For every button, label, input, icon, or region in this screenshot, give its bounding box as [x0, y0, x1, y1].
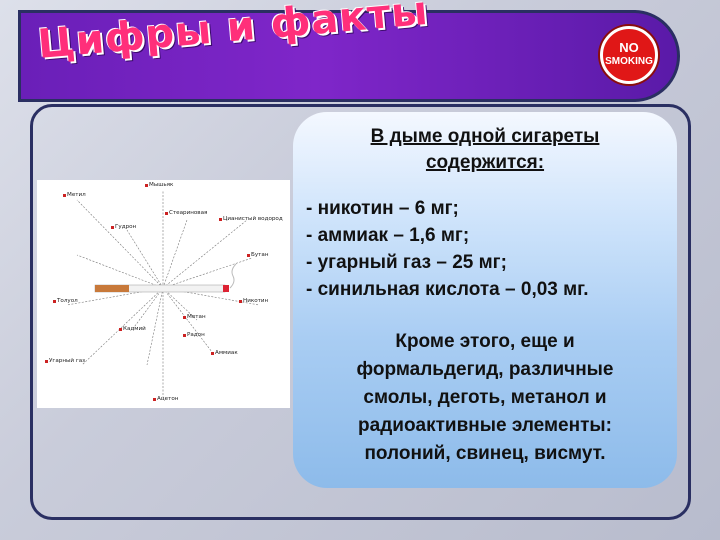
content-panel: [293, 112, 677, 488]
diagram-label: Аммиак: [211, 350, 238, 356]
cigarette-ember: [223, 285, 229, 292]
fact-item: - синильная кислота – 0,03 мг.: [306, 279, 589, 300]
diagram-lines: [66, 190, 260, 400]
extra-line: полоний, свинец, висмут.: [364, 443, 606, 464]
diagram-label: Ацетон: [152, 396, 179, 402]
extra-line: радиоактивные элементы:: [358, 415, 612, 436]
cigarette-filter: [95, 285, 129, 292]
diagram-label: Стеариновая: [164, 210, 208, 216]
extra-text: Кроме этого, еще и формальдегид, различн…: [305, 328, 665, 468]
diagram-label: Гудрон: [110, 224, 137, 230]
diagram-label: Бутан: [247, 252, 269, 258]
diagram-label: Мышьяк: [144, 182, 174, 188]
content-heading: В дыме одной сигареты содержится:: [293, 124, 677, 176]
extra-line: Кроме этого, еще и: [395, 331, 575, 352]
heading-line-2: содержится:: [425, 152, 545, 173]
diagram-label: Толуол: [53, 298, 78, 304]
diagram-label: Радон: [183, 332, 205, 338]
heading-line-1: В дыме одной сигареты: [370, 126, 600, 147]
facts-list: - никотин – 6 мг; - аммиак – 1,6 мг; - у…: [306, 195, 686, 303]
badge-line-1: NO: [619, 40, 639, 55]
title-banner: [18, 10, 680, 102]
extra-line: формальдегид, различные: [356, 359, 614, 380]
smoke-icon: [229, 263, 237, 289]
slide-frame: [30, 104, 691, 520]
diagram-label: Никотин: [238, 298, 269, 304]
diagram-label: Угарный газ: [44, 358, 86, 364]
diagram-label: Метан: [183, 314, 206, 320]
extra-line: смолы, деготь, метанол и: [363, 387, 607, 408]
fact-item: - никотин – 6 мг;: [306, 198, 459, 219]
fact-item: - аммиак – 1,6 мг;: [306, 225, 470, 246]
diagram-label: Кадмий: [119, 326, 146, 332]
badge-line-2: SMOKING: [605, 56, 653, 67]
diagram-label: Цианистый водород: [219, 216, 283, 222]
diagram-label: Метил: [63, 192, 86, 198]
cigarette-chemicals-diagram: Мышьяк Метил Стеариновая Цианистый водор…: [37, 180, 290, 408]
no-smoking-icon: NO SMOKING: [600, 26, 658, 84]
fact-item: - угарный газ – 25 мг;: [306, 252, 507, 273]
